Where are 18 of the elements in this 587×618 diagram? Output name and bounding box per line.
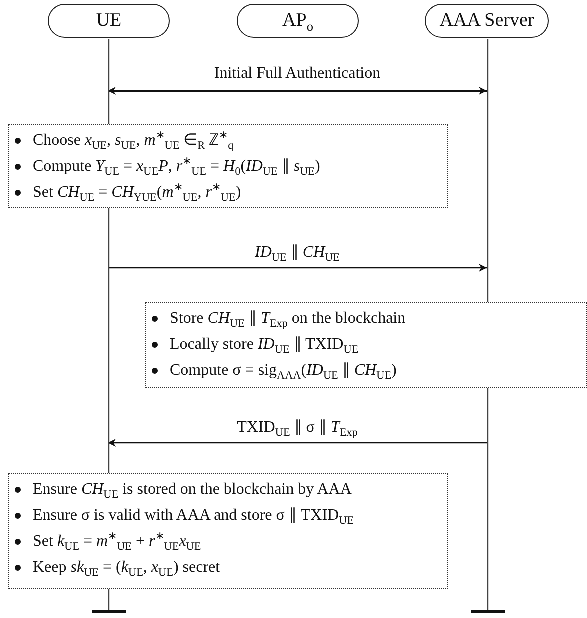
note-box [8,124,448,208]
bullet-item: Compute σ = sig$_{AAA}$(ID$_{UE}$ ∥ CH$_{UE}$) [150,358,582,384]
note-box [145,302,587,388]
bullet-item: Keep sk$_{UE}$ = (k$_{UE}$, x$_{UE}$) secret [13,555,443,581]
participant-name: UE [96,10,122,32]
bullet-item: Ensure CH$_{UE}$ is stored on the blockchain by AAA [13,477,443,503]
bullet-item: Locally store ID$_{UE}$ ∥ TXID$_{UE}$ [150,332,582,358]
participant-name: AAA Server [440,10,534,32]
bullet-item: Store CH$_{UE}$ ∥ T$_{Exp}$ on the blockchain [150,306,582,332]
participant-name: AP$_{o}$ [282,10,314,32]
note-box [8,473,448,589]
bullet-item: Set CH$_{UE}$ = CH$_{YUE}$(m$^{∗}$$_{UE}$, r$^{∗}$$_{UE}$) [13,180,443,206]
arrow [108,264,487,272]
bullet-item: Compute Y$_{UE}$ = x$_{UE}$P, r$^{∗}$$_{UE}$ = H$_{0}$(ID$_{UE}$ ∥ s$_{UE}$) [13,154,443,180]
bullet-item: Ensure σ is valid with AAA and store σ ∥ TXID$_{UE}$ [13,503,443,529]
arrow [108,87,487,95]
bullet-item: Set k$_{UE}$ = m$^{∗}$$_{UE}$ + r$^{∗}$$_{UE}$x$_{UE}$ [13,529,443,555]
arrow [108,439,487,447]
